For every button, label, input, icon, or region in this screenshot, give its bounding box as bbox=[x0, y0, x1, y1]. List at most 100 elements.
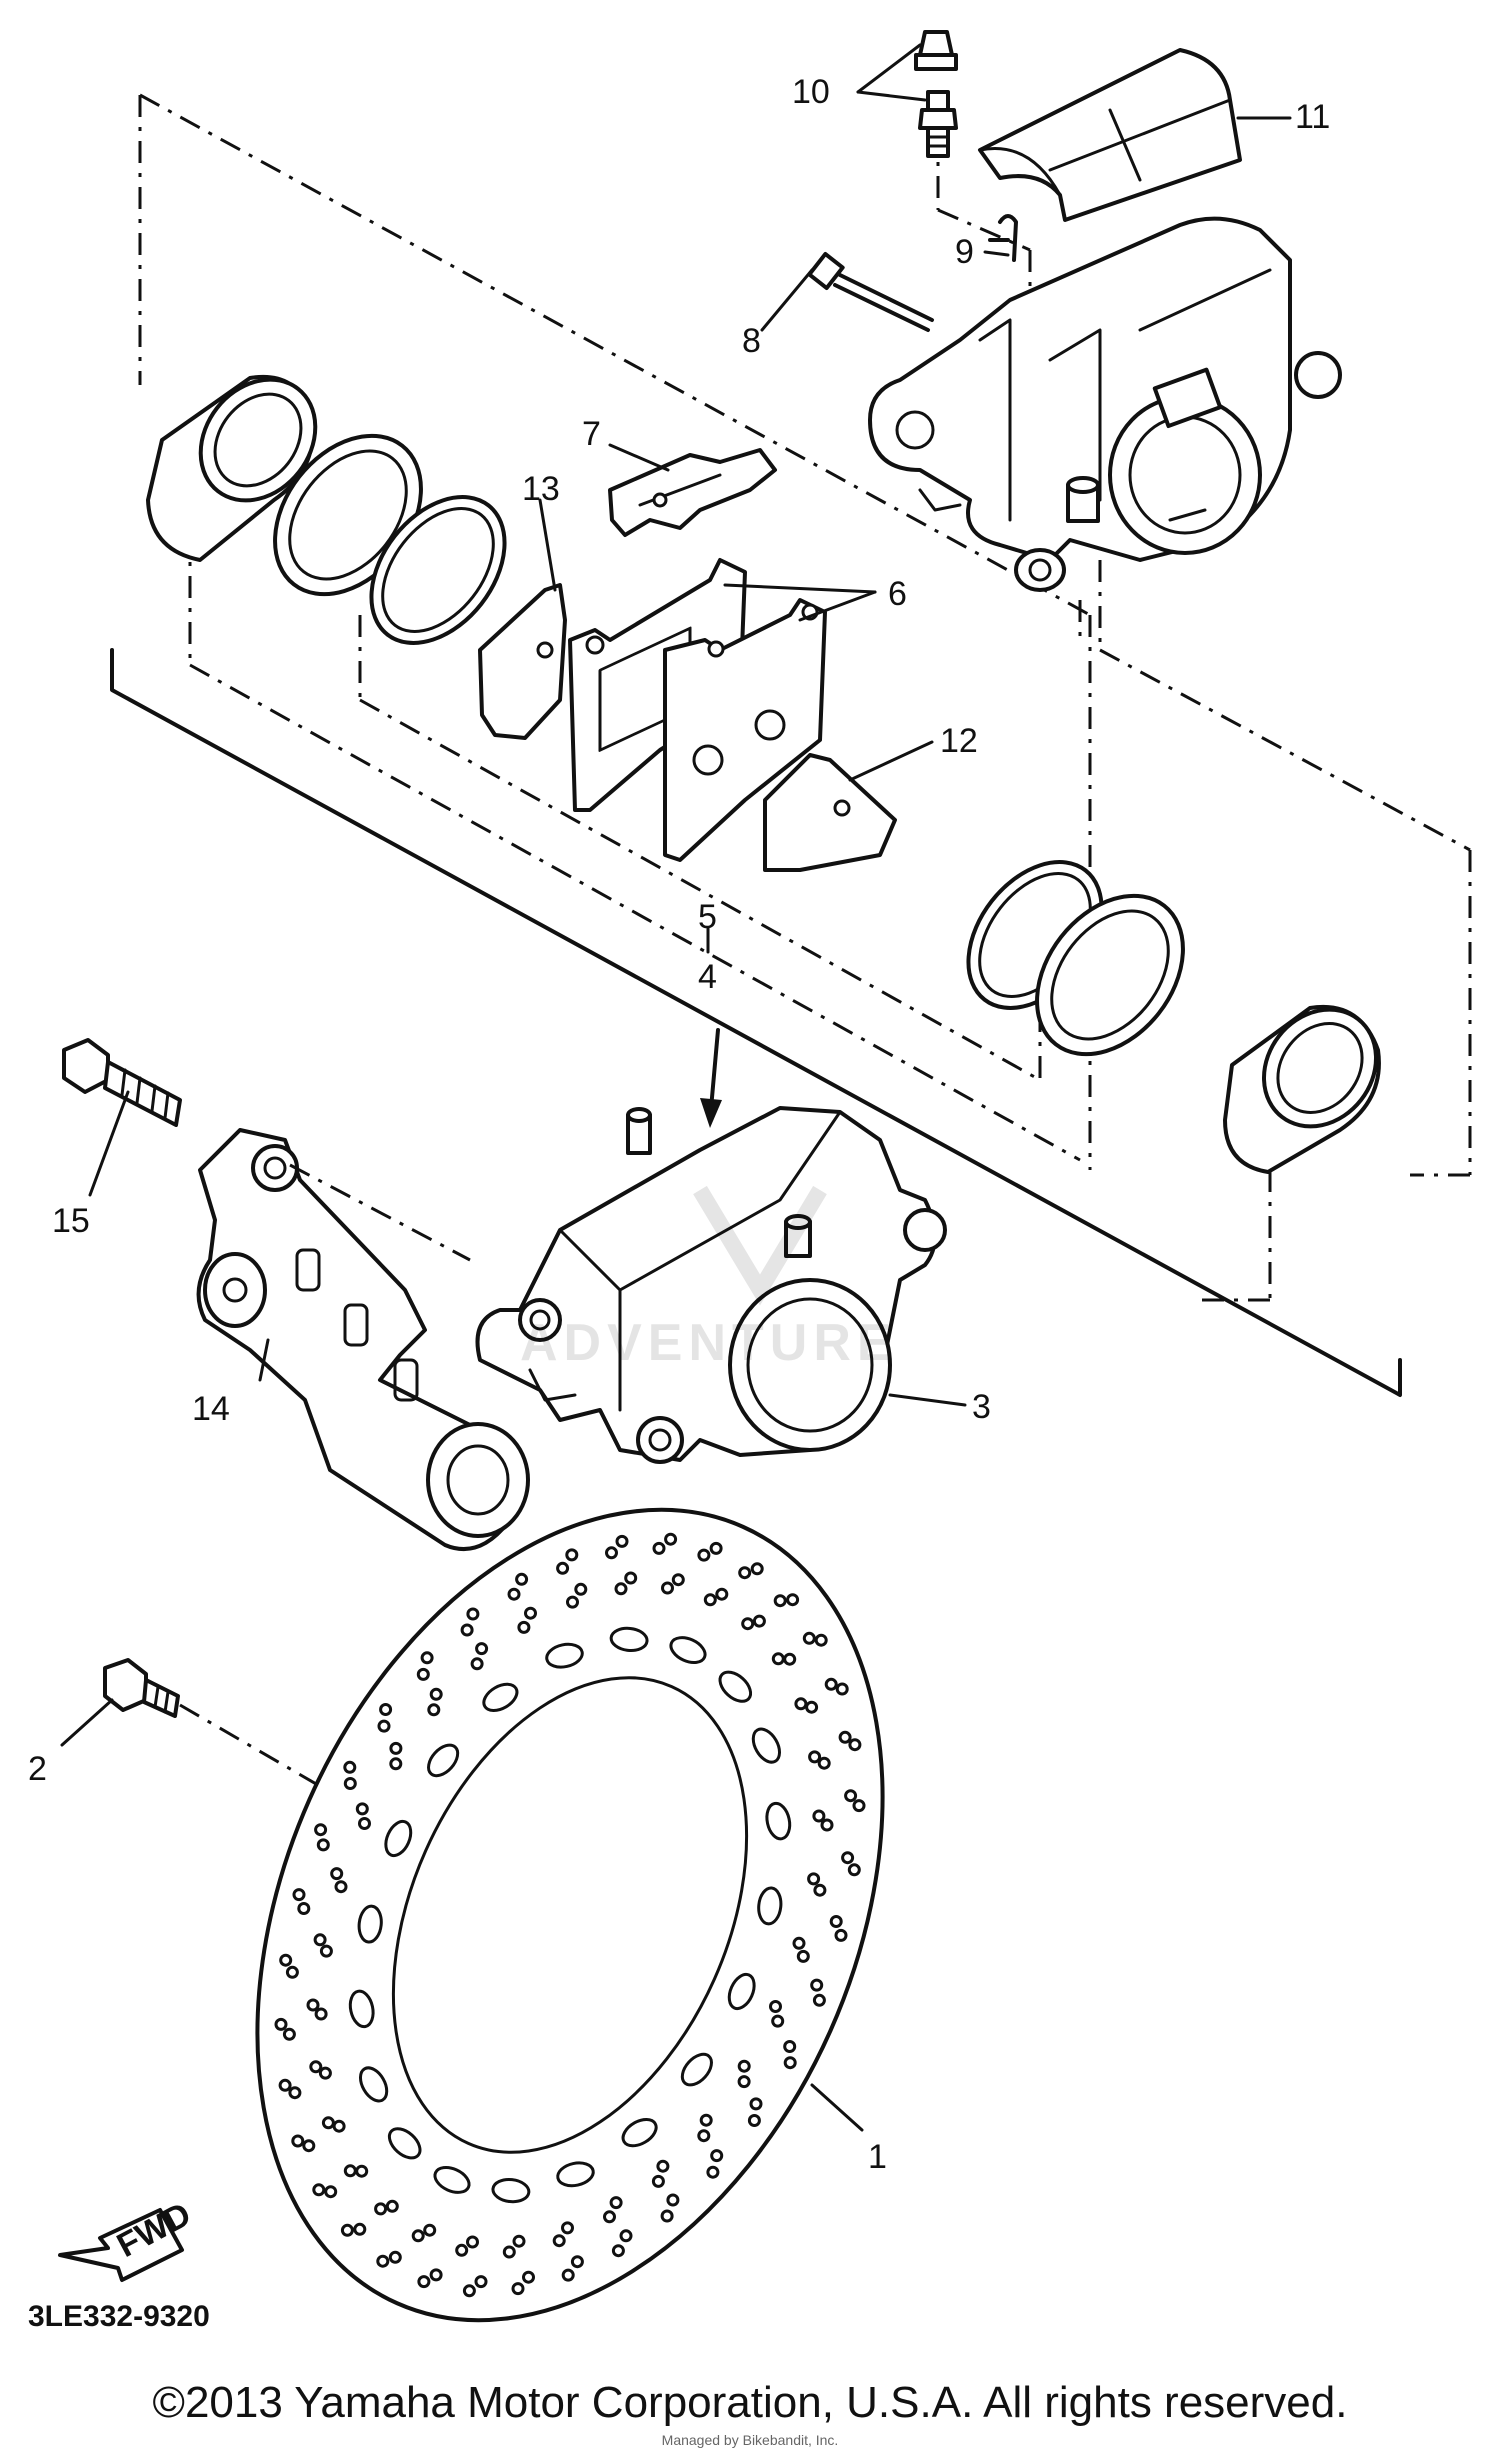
disc-drill-hole bbox=[522, 2270, 535, 2284]
pad-clip-part-9 bbox=[988, 214, 1018, 262]
disc-drill-hole bbox=[314, 1823, 328, 1837]
label-9: 9 bbox=[955, 233, 974, 271]
disc-drill-hole bbox=[316, 1838, 330, 1852]
disc-drill-hole bbox=[511, 2282, 525, 2296]
disc-slot bbox=[348, 1989, 375, 2029]
disc-drill-hole bbox=[570, 2255, 584, 2269]
disc-drill-hole bbox=[605, 1546, 618, 1560]
disc-drill-hole bbox=[507, 1587, 521, 1601]
disc-drill-hole bbox=[773, 1594, 787, 1608]
disc-drill-hole bbox=[274, 2017, 288, 2031]
caliper-bracket-part-14 bbox=[196, 1128, 530, 1552]
disc-drill-hole bbox=[749, 2097, 763, 2111]
brake-pad-part-6-a bbox=[568, 558, 747, 812]
disc-drill-hole bbox=[697, 1548, 711, 1562]
disc-drill-hole bbox=[376, 2254, 390, 2268]
disc-drill-hole bbox=[796, 1949, 810, 1963]
disc-slot bbox=[491, 2177, 531, 2204]
disc-slot bbox=[757, 1886, 783, 1926]
label-4: 4 bbox=[698, 958, 717, 996]
disc-drill-hole bbox=[427, 1703, 441, 1717]
disc-drill-hole bbox=[282, 2027, 296, 2041]
disc-drill-hole bbox=[343, 2164, 357, 2178]
disc-drill-hole bbox=[332, 2119, 346, 2133]
disc-drill-hole bbox=[802, 1631, 816, 1645]
disc-drill-hole bbox=[619, 2229, 633, 2243]
disc-drill-hole bbox=[771, 1652, 785, 1666]
assembly-arrow bbox=[700, 1028, 722, 1128]
leader-lines bbox=[60, 43, 1292, 2132]
disc-bolt-part-2 bbox=[103, 1658, 331, 1794]
pad-pin-part-8 bbox=[807, 251, 934, 332]
label-11: 11 bbox=[1295, 98, 1330, 136]
disc-drill-hole bbox=[741, 1617, 755, 1631]
fine-print: Managed by Bikebandit, Inc. bbox=[661, 2432, 839, 2448]
disc-drill-hole bbox=[321, 2116, 335, 2130]
brake-disc-part-1 bbox=[255, 1507, 885, 2323]
disc-slot bbox=[556, 2161, 595, 2188]
disc-drill-hole bbox=[462, 2284, 476, 2298]
disc-drill-hole bbox=[324, 2185, 338, 2199]
disc-drill-hole bbox=[517, 1620, 531, 1634]
disc-drill-hole bbox=[805, 1700, 819, 1714]
disc-drill-hole bbox=[330, 1867, 344, 1881]
disc-drill-hole bbox=[279, 1953, 293, 1967]
pad-shim-part-13 bbox=[478, 583, 567, 740]
disc-drill-hole bbox=[651, 2174, 665, 2188]
disc-drill-hole bbox=[411, 2229, 425, 2243]
disc-drill-hole bbox=[812, 1993, 826, 2007]
disc-drill-hole bbox=[389, 1757, 403, 1771]
copyright-notice: ©2013 Yamaha Motor Corporation, U.S.A. A… bbox=[152, 2378, 1348, 2427]
disc-drill-hole bbox=[652, 1541, 666, 1555]
disc-drill-hole bbox=[847, 1863, 861, 1877]
diagram-code: 3LE332-9320 bbox=[28, 2300, 210, 2333]
disc-drill-hole bbox=[808, 1750, 822, 1764]
disc-drill-hole bbox=[660, 2209, 674, 2223]
disc-drill-hole bbox=[561, 2268, 575, 2282]
disc-drill-hole bbox=[278, 2078, 292, 2092]
disc-drill-hole bbox=[814, 1633, 828, 1647]
disc-drill-hole bbox=[466, 1607, 480, 1621]
disc-slot bbox=[718, 1670, 753, 1703]
disc-drill-hole bbox=[752, 1614, 766, 1628]
disc-drill-hole bbox=[699, 2113, 713, 2127]
disc-drill-hole bbox=[611, 2244, 625, 2258]
disc-slot bbox=[358, 2066, 389, 2103]
caliper-assembly-part-3 bbox=[475, 1106, 947, 1464]
label-1: 1 bbox=[868, 2138, 887, 2176]
watermark-text: ADVENTURE bbox=[520, 1314, 898, 1372]
disc-drill-hole bbox=[666, 2193, 680, 2207]
disc-drill-hole bbox=[841, 1851, 855, 1865]
disc-drill-hole bbox=[353, 2222, 367, 2236]
disc-drill-hole bbox=[297, 1902, 311, 1915]
watermark-logo: ADVENTURE bbox=[520, 1185, 898, 1372]
disc-drill-hole bbox=[807, 1872, 821, 1886]
label-14: 14 bbox=[192, 1390, 230, 1428]
disc-drill-hole bbox=[561, 2221, 574, 2235]
disc-drill-hole bbox=[794, 1697, 808, 1711]
disc-drill-hole bbox=[566, 1595, 579, 1609]
disc-drill-hole bbox=[318, 2066, 332, 2080]
pad-spring-part-7 bbox=[608, 448, 777, 537]
disc-drill-hole bbox=[429, 2268, 443, 2282]
disc-drill-hole bbox=[470, 1657, 484, 1671]
disc-drill-hole bbox=[314, 2007, 328, 2021]
disc-drill-hole bbox=[737, 2059, 751, 2073]
disc-slot bbox=[427, 1743, 460, 1778]
disc-drill-hole bbox=[710, 2149, 724, 2163]
disc-drill-hole bbox=[291, 2134, 305, 2148]
label-2: 2 bbox=[28, 1750, 47, 1788]
disc-drill-hole bbox=[786, 1593, 800, 1607]
disc-drill-hole bbox=[835, 1682, 849, 1696]
disc-drill-hole bbox=[556, 1561, 570, 1575]
disc-drill-hole bbox=[358, 1817, 371, 1830]
disc-slot bbox=[357, 1904, 383, 1944]
disc-drill-hole bbox=[624, 1571, 638, 1585]
disc-drill-hole bbox=[829, 1915, 843, 1928]
disc-drill-hole bbox=[609, 2196, 623, 2210]
disc-drill-hole bbox=[824, 1677, 838, 1691]
disc-drill-hole bbox=[664, 1532, 678, 1546]
disc-drill-hole bbox=[302, 2139, 316, 2153]
label-10: 10 bbox=[792, 73, 830, 111]
